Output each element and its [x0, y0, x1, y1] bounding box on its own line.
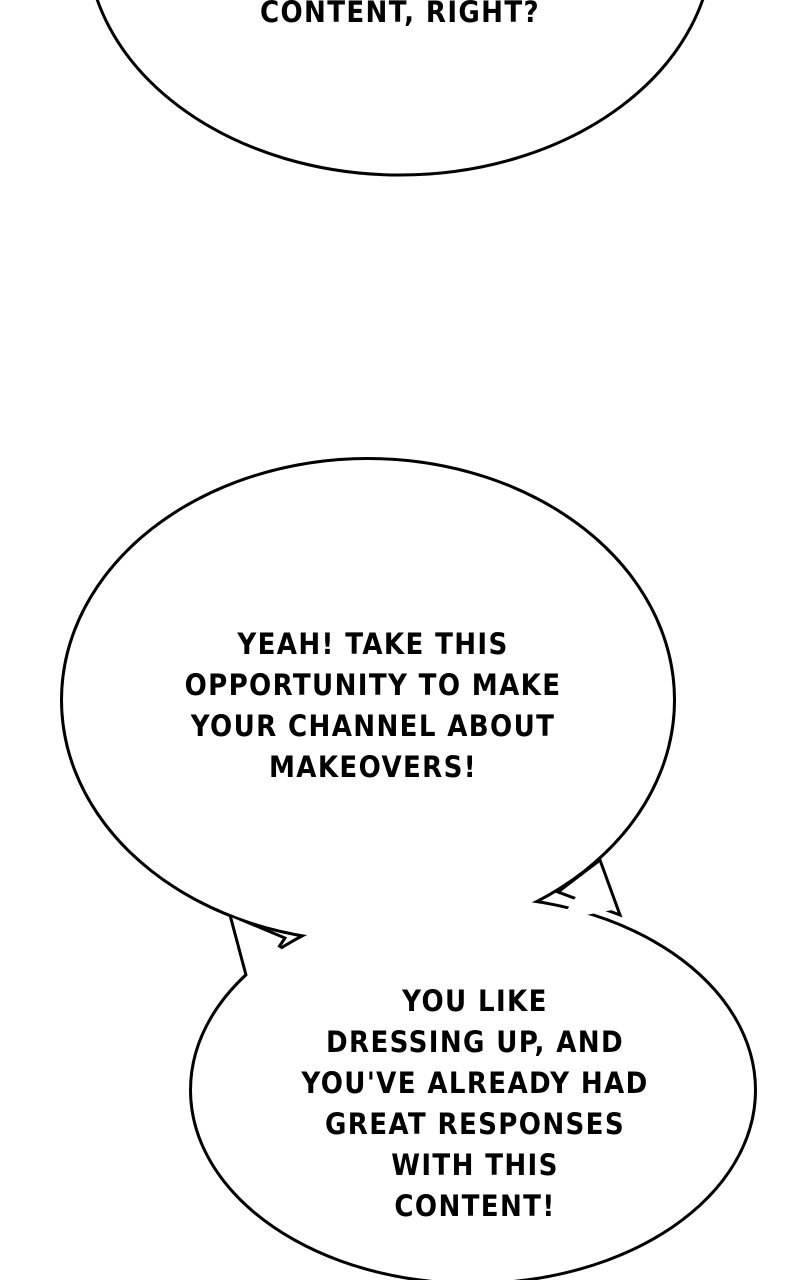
bubble-text-middle: YEAH! TAKE THIS OPPORTUNITY TO MAKE YOUR…	[184, 627, 562, 784]
bubble-text-top: CONTENT, RIGHT?	[259, 0, 541, 29]
bubble-text-bottom: YOU LIKE DRESSING UP, AND YOU'VE ALREADY…	[301, 984, 649, 1223]
speech-bubble-top	[95, 0, 705, 177]
speech-bubble-double	[60, 457, 757, 1280]
